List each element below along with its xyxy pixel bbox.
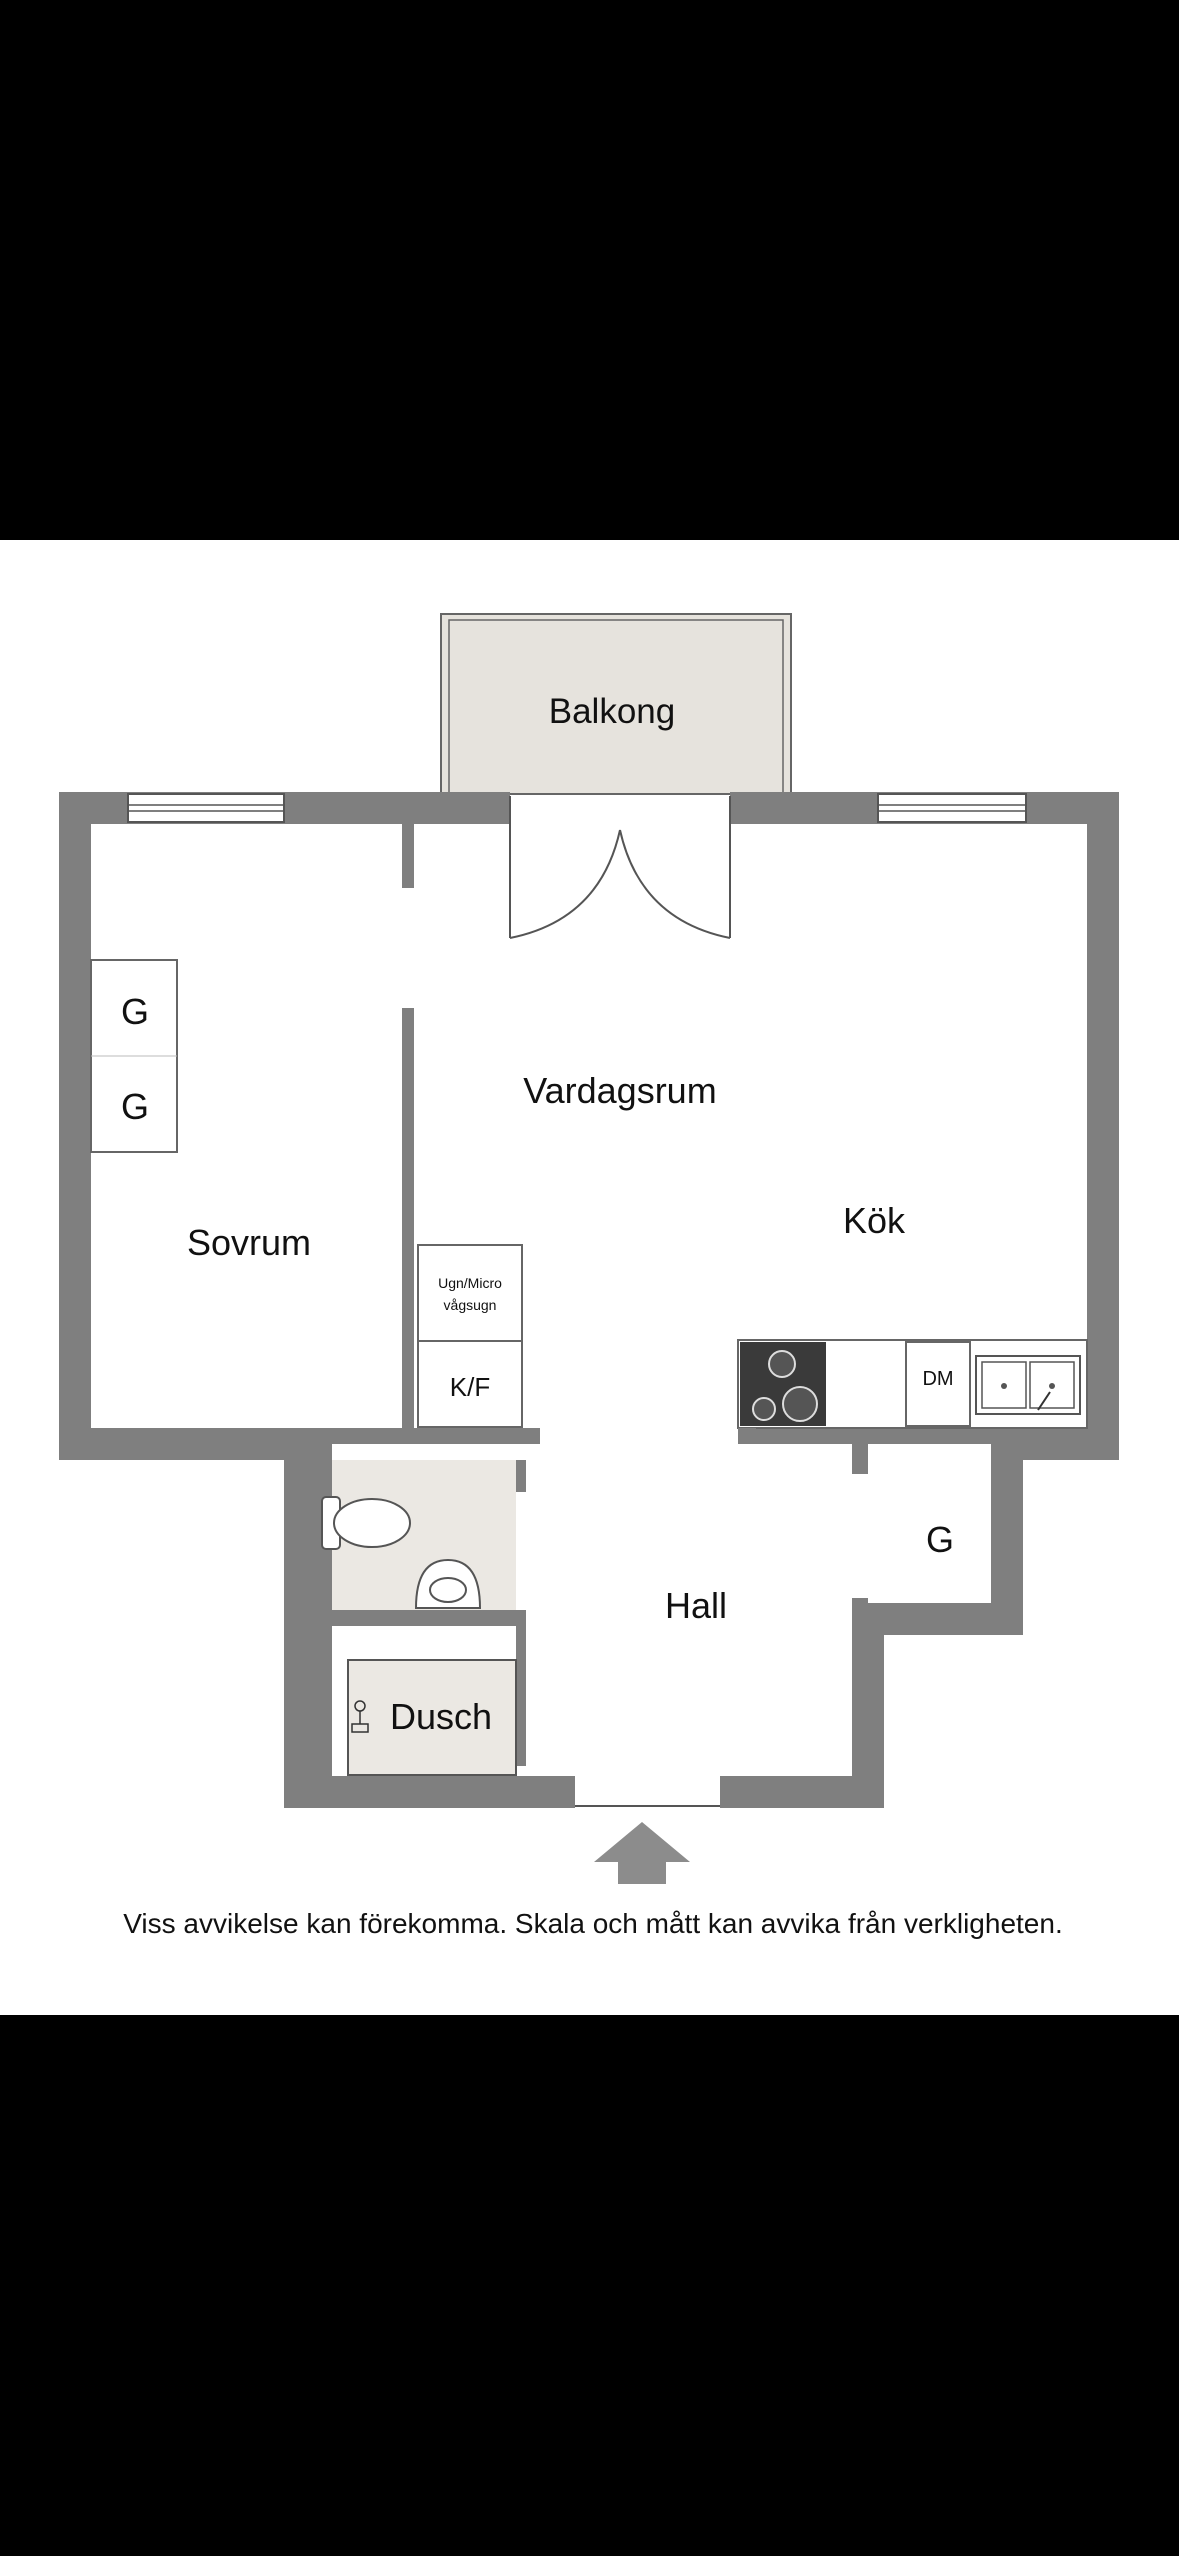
shower-head-icon	[351, 1700, 369, 1733]
bedroom-wardrobe	[90, 959, 178, 1153]
entrance-opening	[575, 1776, 720, 1808]
label-living-room: Vardagsrum	[523, 1070, 716, 1111]
label-dishwasher: DM	[922, 1368, 953, 1390]
label-shower: Dusch	[390, 1696, 492, 1737]
disclaimer-text: Viss avvikelse kan förekomma. Skala och …	[123, 1908, 1062, 1939]
label-balcony: Balkong	[549, 692, 675, 731]
label-oven-line2: vågsugn	[444, 1297, 497, 1313]
shower-room	[347, 1659, 517, 1776]
label-kitchen: Kök	[843, 1200, 906, 1241]
window-bedroom	[127, 793, 285, 823]
label-hall: Hall	[665, 1585, 727, 1626]
balcony-door	[509, 796, 731, 939]
label-wardrobe-1: G	[121, 991, 149, 1032]
label-wardrobe-2: G	[121, 1086, 149, 1127]
washbasin	[414, 1558, 482, 1609]
label-fridge-freezer: K/F	[450, 1372, 490, 1402]
appliance-column	[417, 1244, 523, 1428]
window-kitchen	[877, 793, 1027, 823]
bathroom	[316, 1444, 516, 1624]
wall-joints	[59, 792, 1119, 824]
sink	[975, 1355, 1081, 1415]
label-bedroom: Sovrum	[187, 1222, 311, 1263]
label-hall-wardrobe: G	[926, 1519, 954, 1560]
kitchen-counter	[737, 1339, 1088, 1444]
label-oven-line1: Ugn/Micro	[438, 1275, 502, 1291]
balcony	[440, 613, 792, 795]
toilet	[321, 1496, 411, 1550]
dishwasher-box	[905, 1341, 971, 1427]
entrance-arrow-icon	[594, 1822, 690, 1884]
